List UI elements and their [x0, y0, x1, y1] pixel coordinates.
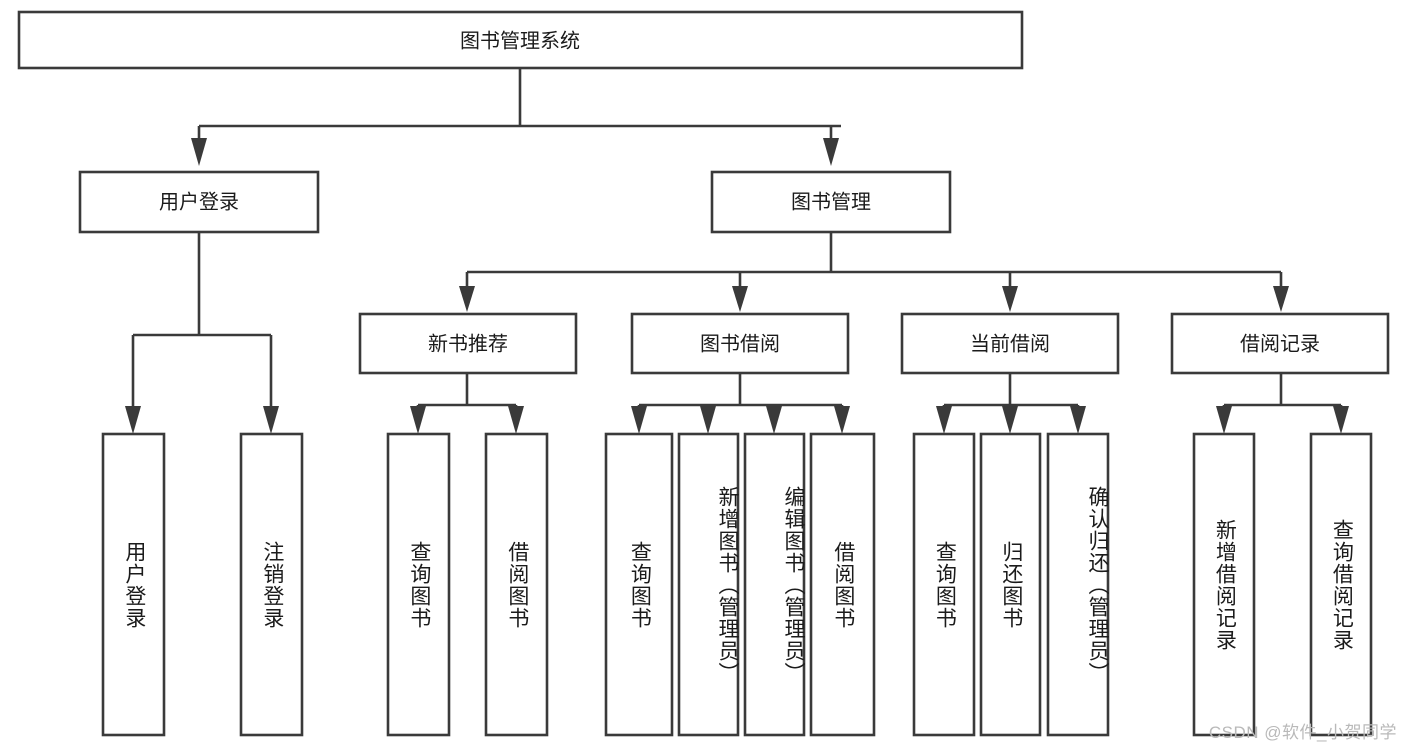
arrow-head-user-login-leaf1 [125, 406, 141, 434]
node-box-leaf-borrow-book-bb[interactable] [809, 432, 876, 737]
arrow-head-book-manage [823, 138, 839, 166]
node-box-book-borrow[interactable] [630, 312, 850, 375]
arrow-head-book-borrow [732, 286, 748, 312]
node-label-book-borrow: 图书借阅 [700, 332, 780, 355]
node-label-new-book-recommend: 新书推荐 [428, 332, 508, 355]
arrow-head-borrow-record [1273, 286, 1289, 312]
arrow-head-book-borrow-leaf3 [766, 406, 782, 434]
node-box-leaf-borrow-book-nb[interactable] [484, 432, 549, 737]
arrow-head-borrow-record-leaf2 [1333, 406, 1349, 434]
node-box-leaf-add-book-admin[interactable] [677, 432, 740, 737]
node-box-leaf-user-login[interactable] [101, 432, 166, 737]
node-box-leaf-add-record[interactable] [1192, 432, 1256, 737]
arrow-head-user-login [191, 138, 207, 166]
arrow-head-current-borrow-leaf1 [936, 406, 952, 434]
connector-book-manage-to-level3 [459, 232, 1289, 312]
connector-current-borrow-to-leaves [936, 373, 1086, 434]
arrow-head-current-borrow [1002, 286, 1018, 312]
node-box-leaf-query-book-nb[interactable] [386, 432, 451, 737]
node-box-leaf-query-book-bb[interactable] [604, 432, 674, 737]
arrow-head-new-book-leaf1 [410, 406, 426, 434]
arrow-head-new-book-leaf2 [508, 406, 524, 434]
node-label-book-manage: 图书管理 [791, 190, 871, 213]
node-label-borrow-record: 借阅记录 [1240, 332, 1320, 355]
node-label-root: 图书管理系统 [460, 29, 580, 52]
node-box-leaf-query-record[interactable] [1309, 432, 1373, 737]
node-box-current-borrow[interactable] [900, 312, 1120, 375]
node-box-root[interactable] [17, 10, 1024, 70]
arrow-head-current-borrow-leaf3 [1070, 406, 1086, 434]
node-box-book-manage[interactable] [710, 170, 952, 234]
arrow-head-book-borrow-leaf2 [700, 406, 716, 434]
node-label-current-borrow: 当前借阅 [970, 332, 1050, 355]
node-box-leaf-return-book[interactable] [979, 432, 1042, 737]
arrow-head-book-borrow-leaf1 [631, 406, 647, 434]
node-box-leaf-query-book-cb[interactable] [912, 432, 976, 737]
node-box-leaf-logout[interactable] [239, 432, 304, 737]
arrow-head-user-login-leaf2 [263, 406, 279, 434]
connector-root-to-level2 [191, 68, 841, 166]
node-box-new-book-recommend[interactable] [358, 312, 578, 375]
arrow-head-book-borrow-leaf4 [834, 406, 850, 434]
connector-borrow-record-to-leaves [1216, 373, 1349, 434]
node-box-leaf-edit-book-admin[interactable] [743, 432, 806, 737]
arrow-head-new-book [459, 286, 475, 312]
connector-book-borrow-to-leaves [631, 373, 850, 434]
watermark-text: CSDN @软件_小贺同学 [1208, 723, 1397, 742]
node-box-leaf-confirm-return-admin[interactable] [1046, 432, 1110, 737]
node-box-user-login[interactable] [78, 170, 320, 234]
connector-new-book-to-leaves [410, 373, 524, 434]
node-box-borrow-record[interactable] [1170, 312, 1390, 375]
arrow-head-borrow-record-leaf1 [1216, 406, 1232, 434]
node-label-user-login: 用户登录 [159, 190, 239, 213]
arrow-head-current-borrow-leaf2 [1002, 406, 1018, 434]
connector-user-login-to-leaves [125, 232, 279, 434]
